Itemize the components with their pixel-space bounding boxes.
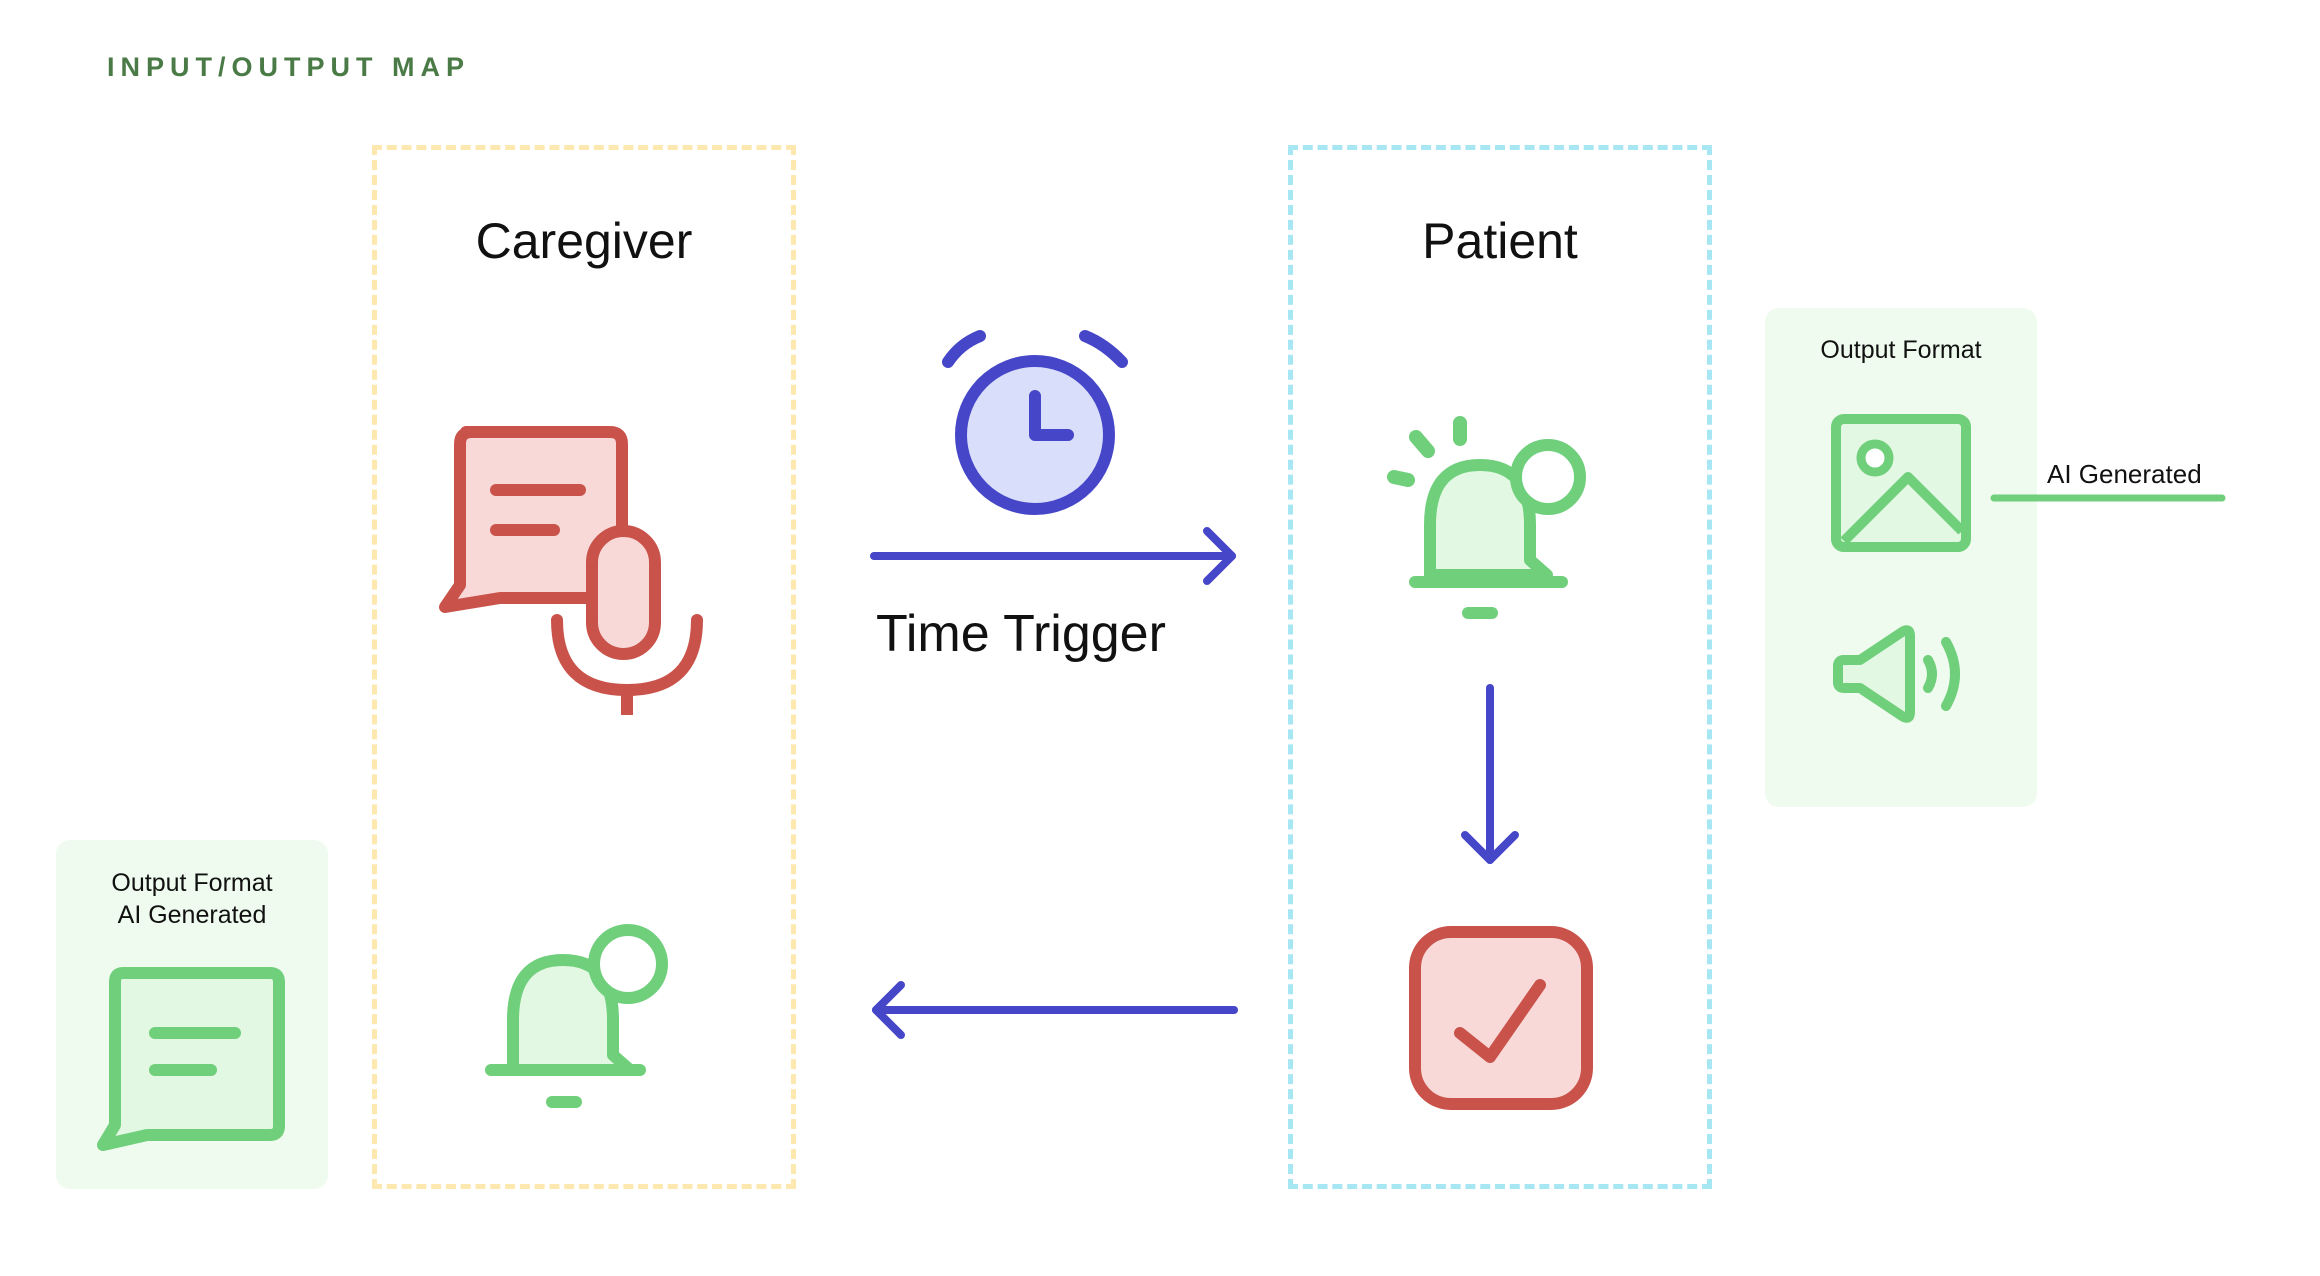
output-format-title: Output Format <box>1820 336 1982 364</box>
caregiver-lane-title: Caregiver <box>475 213 693 269</box>
image-icon <box>1831 414 1971 552</box>
time-trigger-label: Time Trigger <box>876 605 1166 663</box>
time-trigger-arrow <box>870 527 1236 585</box>
caregiver-notification-bell-icon <box>485 924 668 1108</box>
output-format-title-line1: Output Format <box>111 869 273 897</box>
ai-generated-title-line2: AI Generated <box>117 901 267 929</box>
patient-lane-title: Patient <box>1422 213 1578 269</box>
chat-microphone-icon <box>439 426 703 715</box>
patient-lane: Patient <box>1288 145 1712 1189</box>
patient-alarm-bell-icon <box>1387 416 1586 619</box>
caregiver-lane: Caregiver <box>372 145 796 1189</box>
return-arrow <box>872 981 1238 1039</box>
ai-generated-connector <box>1990 494 2226 502</box>
checkbox-checked-icon <box>1409 926 1593 1110</box>
ai-generated-label: AI Generated <box>2047 459 2202 489</box>
output-format-panel-right: Output Format <box>1765 308 2037 807</box>
alarm-clock-icon <box>942 330 1128 515</box>
chat-message-icon <box>97 967 285 1151</box>
down-arrow <box>1461 684 1519 864</box>
speaker-icon <box>1833 625 1960 723</box>
page-title: INPUT/OUTPUT MAP <box>107 52 470 82</box>
